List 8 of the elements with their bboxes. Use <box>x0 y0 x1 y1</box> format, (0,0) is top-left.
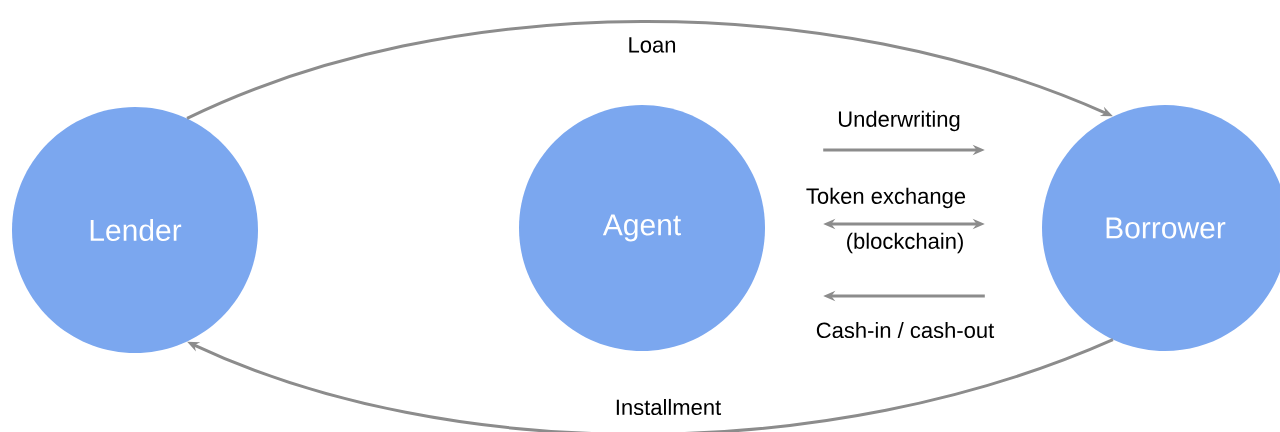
note-text: (blockchain) <box>844 231 966 255</box>
edge-label: Cash-in / cash-out <box>814 320 996 340</box>
edge-label: Installment <box>613 397 723 417</box>
circle-node: Lender <box>12 107 258 353</box>
edge-label: Token exchange <box>804 186 968 210</box>
edge-label: Underwriting <box>836 109 962 133</box>
edge-label: Loan <box>626 36 678 54</box>
circle-node: Agent <box>519 105 765 351</box>
